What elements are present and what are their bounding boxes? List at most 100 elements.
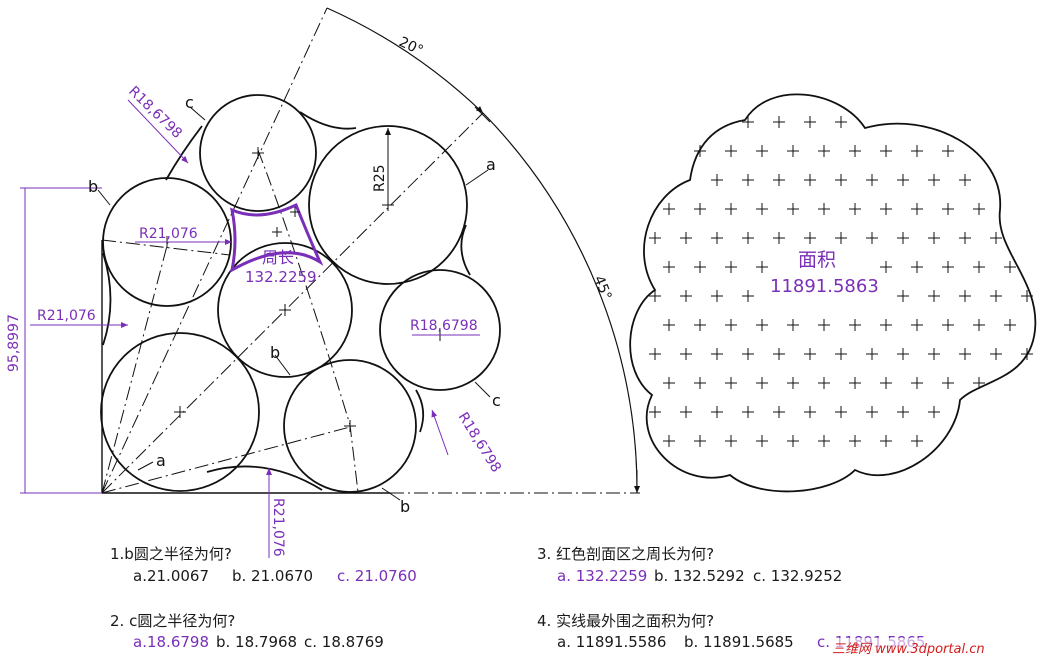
hatch-cross (804, 232, 816, 244)
question-3: 3. 红色剖面区之周长为何? (537, 545, 715, 563)
label-c-right: c (492, 391, 501, 410)
arc-20deg (326, 7, 484, 114)
dim-r-b-edge: R21,076 (37, 308, 96, 324)
hatch-cross (942, 319, 954, 331)
hatch-cross (694, 319, 706, 331)
hatch-cross (990, 232, 1002, 244)
hatch-cross (680, 232, 692, 244)
hatch-cross (849, 377, 861, 389)
hatch-cross (942, 203, 954, 215)
hatch-cross (959, 290, 971, 302)
dim-r-b-bottom: R21,076 (270, 498, 286, 557)
hatch-cross (1021, 290, 1033, 302)
hatch-cross (897, 290, 909, 302)
hatch-cross (866, 232, 878, 244)
q3-option-c: c. 132.9252 (753, 567, 843, 585)
hatch-cross (742, 174, 754, 186)
hatch-cross (725, 261, 737, 273)
hatch-cross (880, 203, 892, 215)
circle-b-center (217, 242, 353, 378)
center-lines (101, 7, 640, 494)
hatch-cross (880, 377, 892, 389)
circle-a-bottom (100, 332, 260, 492)
hatch-cross (990, 348, 1002, 360)
hatch-cross (787, 435, 799, 447)
hatch-cross (866, 348, 878, 360)
hatch-cross (818, 435, 830, 447)
hatch-cross (928, 348, 940, 360)
dim-height: 95,8997 (6, 314, 22, 372)
question-2: 2. c圆之半径为何? (110, 612, 236, 630)
q1-option-c: c. 21.0760 (337, 567, 417, 585)
hatch-cross (942, 377, 954, 389)
hatch-cross (694, 145, 706, 157)
hatch-cross (880, 145, 892, 157)
hatch-cross (928, 232, 940, 244)
perimeter-label: 周长 (262, 248, 294, 267)
area-label: 面积 (798, 249, 836, 271)
hatch-cross (649, 232, 661, 244)
label-b-bottom: b (400, 497, 410, 516)
hatch-cross (680, 290, 692, 302)
hatch-cross (787, 203, 799, 215)
hatch-cross (804, 348, 816, 360)
label-c-top: c (185, 93, 194, 112)
hatch-cross (725, 377, 737, 389)
hatch-cross (663, 261, 675, 273)
hatch-cross (725, 145, 737, 157)
hatch-cross (756, 377, 768, 389)
hatch-cross (897, 348, 909, 360)
dim-angle-20: 20° (396, 34, 425, 59)
hatch-cross (804, 174, 816, 186)
area-outline (629, 93, 1037, 493)
hatch-cross (787, 145, 799, 157)
hatch-cross (959, 232, 971, 244)
hatch-cross (694, 261, 706, 273)
hatch-cross (897, 174, 909, 186)
hatch-cross (942, 145, 954, 157)
hatch-cross (973, 319, 985, 331)
hatch-cross (1004, 319, 1016, 331)
hatch-cross (756, 261, 768, 273)
hatch-cross (694, 377, 706, 389)
hatch-cross (742, 290, 754, 302)
hatch-cross (756, 203, 768, 215)
hatch-cross (711, 406, 723, 418)
label-b-left: b (88, 177, 98, 196)
hatch-cross (835, 116, 847, 128)
hatch-cross (711, 348, 723, 360)
hatch-cross (742, 116, 754, 128)
hatch-cross (911, 145, 923, 157)
perimeter-value: 132.2259 (245, 268, 317, 286)
left-figure (20, 7, 641, 558)
label-a-bottom: a (156, 451, 166, 470)
circle-a-top (308, 125, 468, 285)
right-figure: 面积 11891.5863 (629, 93, 1037, 493)
hatch-cross (835, 406, 847, 418)
hatch-cross (990, 290, 1002, 302)
q4-option-b: b. 11891.5685 (684, 633, 794, 651)
hatch-cross (663, 319, 675, 331)
hatch-cross (911, 319, 923, 331)
hatch-cross (942, 261, 954, 273)
watermark: 三维网 www.3dportal.cn (832, 638, 985, 657)
arc-45deg (482, 112, 641, 494)
q3-option-a: a. 132.2259 (557, 567, 648, 585)
hatch-cross (804, 116, 816, 128)
circle-c-top (199, 94, 317, 212)
hatch-cross (1021, 348, 1033, 360)
hatch-cross (680, 406, 692, 418)
hatch-cross (928, 406, 940, 418)
hatch-cross (694, 203, 706, 215)
hatch-cross (911, 203, 923, 215)
area-hatch-crosses (649, 116, 1033, 447)
hatch-cross (649, 348, 661, 360)
dim-r25: R25 (372, 164, 388, 192)
hatch-cross (818, 203, 830, 215)
hatch-cross (663, 435, 675, 447)
hatch-cross (742, 232, 754, 244)
hatch-cross (911, 261, 923, 273)
q2-option-c: c. 18.8769 (304, 633, 384, 651)
hatch-cross (725, 319, 737, 331)
